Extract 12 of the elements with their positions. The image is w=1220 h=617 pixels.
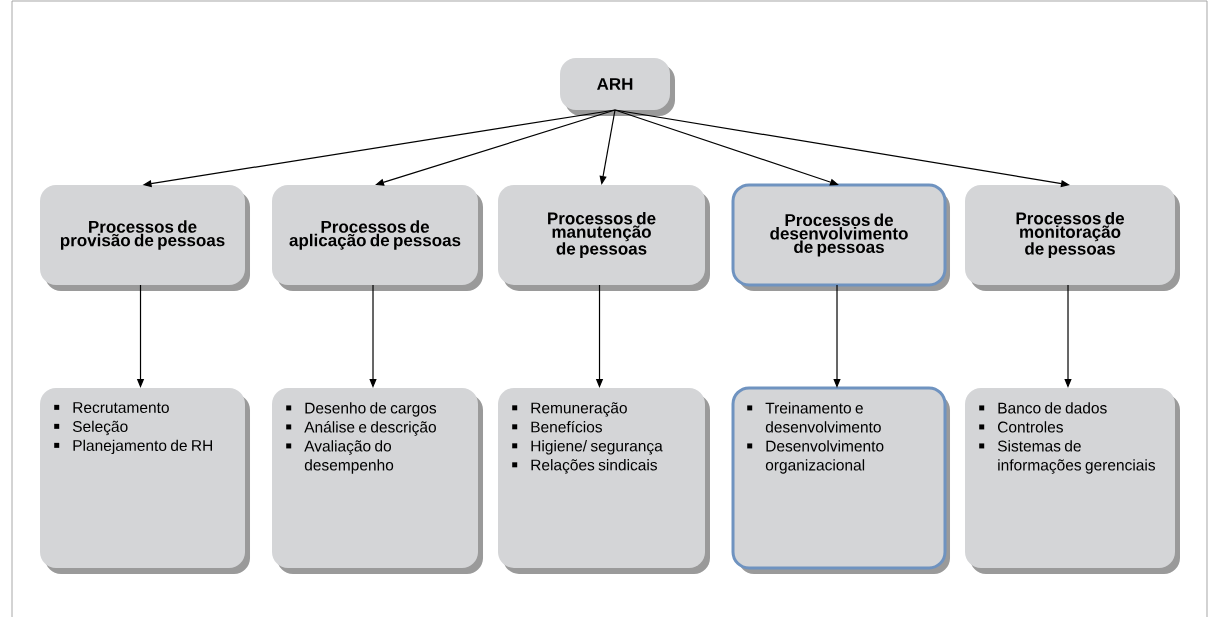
process-box: Processos de provisão de pessoas: [40, 185, 250, 291]
list-box: Recrutamento Seleção Planejamento de RH: [40, 388, 250, 574]
arrow: [614, 109, 839, 186]
root-box: ARH: [560, 58, 675, 116]
process-box: Processos de desenvolvimento de pessoas: [731, 183, 950, 291]
process-box: Processos de aplicação de pessoas: [272, 185, 483, 291]
list-box: Remuneração Benefícios Higiene/ segurança Relações sindicais: [498, 388, 710, 574]
process-box: Processos de monitoração de pessoas: [965, 185, 1180, 291]
list-box: Desenho de cargos Análise e descrição Avaliação do desempenho: [272, 388, 483, 574]
list-box: Treinamento e desenvolvimento Desenvolvimento organizacional: [731, 386, 950, 574]
list-box: Banco de dados Controles Sistemas de informações gerenciais: [965, 388, 1180, 574]
process-box: Processos de manutenção de pessoas: [498, 185, 710, 291]
